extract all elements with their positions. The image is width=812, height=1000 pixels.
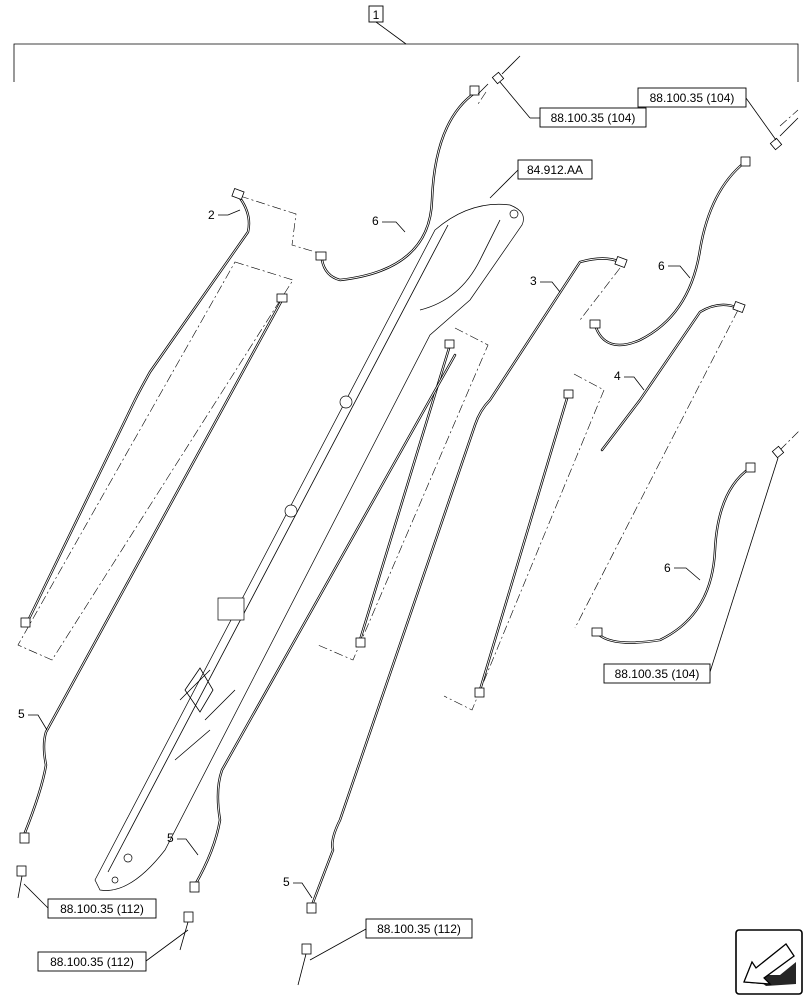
callout-item-3: 3 <box>530 274 537 288</box>
callout-item-5-left: 5 <box>18 707 25 721</box>
reference-boxes: 88.100.35 (104) 88.100.35 (104) 84.912.A… <box>23 81 779 972</box>
ref-top-right-label: 88.100.35 (104) <box>650 91 735 105</box>
pipe-straight-center <box>355 339 455 648</box>
pipe-item-2 <box>20 188 251 628</box>
item-callouts: 2 6 3 6 4 6 5 5 5 <box>18 208 701 899</box>
boom-arm <box>94 204 524 891</box>
callout-item-2: 2 <box>208 208 215 222</box>
pipe-item-4 <box>600 301 746 452</box>
callout-item-6-right: 6 <box>658 259 665 273</box>
pipe-item-3 <box>297 256 628 986</box>
callout-item-6-lower: 6 <box>664 561 671 575</box>
ref-bottom-left-label: 88.100.35 (112) <box>60 902 144 916</box>
ref-boom-label: 84.912.AA <box>527 163 583 177</box>
callout-item-6-top: 6 <box>372 214 379 228</box>
ref-bottom-mid-label: 88.100.35 (112) <box>50 955 134 969</box>
ref-box-boom[interactable]: 84.912.AA <box>517 159 593 180</box>
ref-top-center-label: 88.100.35 (104) <box>551 111 636 125</box>
assembly-bracket: 1 <box>13 5 799 82</box>
ref-box-top-right[interactable]: 88.100.35 (104) <box>637 87 747 108</box>
pipe-straight-right <box>474 389 574 698</box>
ref-box-mid-right[interactable]: 88.100.35 (104) <box>603 663 711 684</box>
ref-bottom-center-label: 88.100.35 (112) <box>377 922 461 936</box>
ref-box-top-center[interactable]: 88.100.35 (104) <box>539 107 647 128</box>
next-page-arrow-icon[interactable] <box>735 929 803 995</box>
ref-mid-right-label: 88.100.35 (104) <box>615 667 700 681</box>
ref-box-bottom-center[interactable]: 88.100.35 (112) <box>365 918 473 939</box>
callout-item-5-bottom: 5 <box>283 875 290 889</box>
assembly-item-number: 1 <box>373 8 380 22</box>
pipe-item-6-right <box>589 117 799 347</box>
pipe-item-6-top <box>315 55 521 282</box>
pipe-item-5-middle <box>179 353 457 951</box>
pipe-item-5-left <box>16 293 288 899</box>
pipe-item-6-lower <box>591 445 785 644</box>
ref-box-bottom-mid[interactable]: 88.100.35 (112) <box>37 951 147 972</box>
ref-box-bottom-left[interactable]: 88.100.35 (112) <box>47 898 157 919</box>
routing-centerlines <box>17 91 801 711</box>
callout-item-4: 4 <box>614 369 621 383</box>
callout-item-5-middle: 5 <box>167 831 174 845</box>
